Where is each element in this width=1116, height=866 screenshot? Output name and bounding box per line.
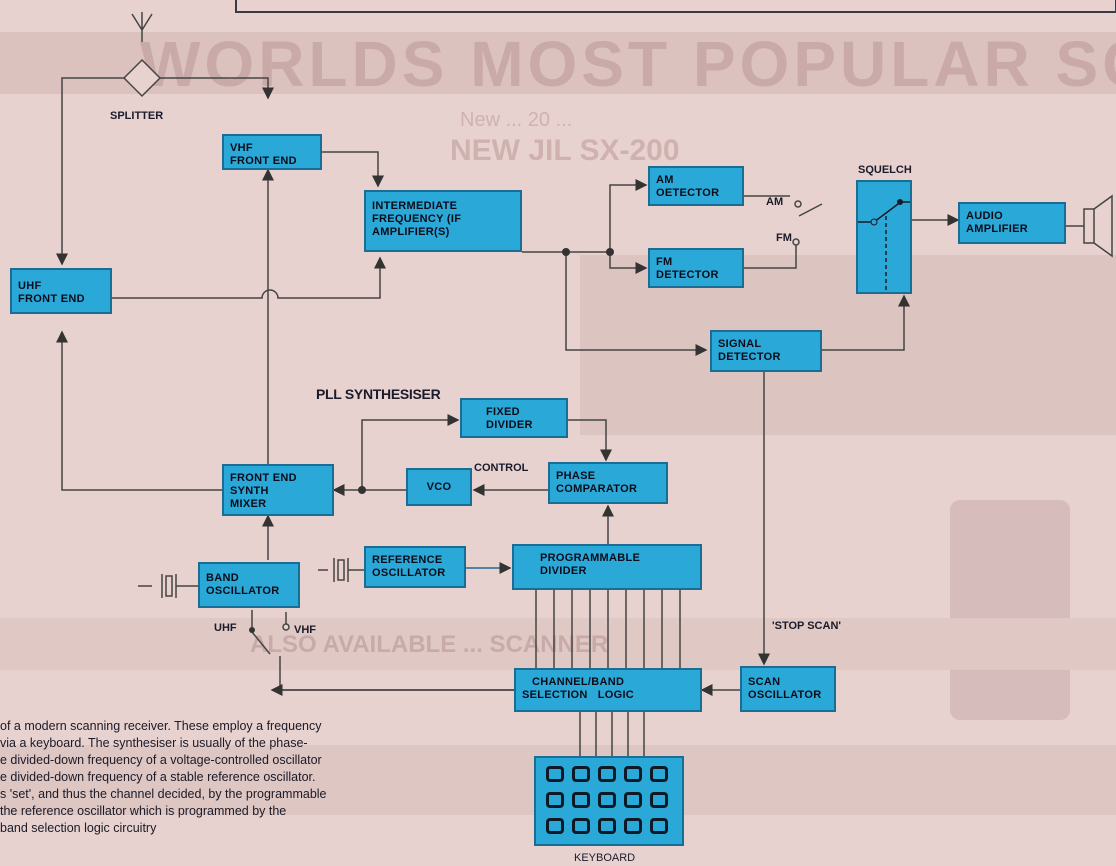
keyboard-block — [534, 756, 684, 846]
signal-detector-line-1: SIGNAL — [718, 338, 762, 350]
fm-detector-block: FM DETECTOR — [648, 248, 744, 288]
advert-subheading: NEW JIL SX-200 — [450, 134, 680, 167]
caption-line: via a keyboard. The synthesiser is usual… — [0, 736, 308, 750]
vhf-front-end-block: VHF FRONT END — [222, 134, 322, 170]
key-icon — [598, 792, 616, 808]
band-oscillator-block: BAND OSCILLATOR — [198, 562, 300, 608]
fixed-divider-block: FIXED DIVIDER — [460, 398, 568, 438]
am-detector-block: AM OETECTOR — [648, 166, 744, 206]
am-detector-line-2: OETECTOR — [656, 187, 720, 199]
uhf-front-end-line-1: UHF — [18, 280, 42, 292]
if-amplifier-block: INTERMEDIATE FREQUENCY (IF AMPLIFIER(S) — [364, 190, 522, 252]
key-icon — [650, 792, 668, 808]
vco-block: VCO — [406, 468, 472, 506]
ref-osc-line-1: REFERENCE — [372, 554, 443, 566]
prog-divider-line-1: PROGRAMMABLE — [540, 552, 641, 564]
antenna-icon — [131, 12, 153, 42]
audio-amplifier-block: AUDIO AMPLIFIER — [958, 202, 1066, 244]
caption-line: e divided-down frequency of a stable ref… — [0, 770, 316, 784]
reference-oscillator-block: REFERENCE OSCILLATOR — [364, 546, 466, 588]
phase-comparator-block: PHASE COMPARATOR — [548, 462, 668, 504]
prog-divider-line-2: DIVIDER — [540, 565, 587, 577]
vhf-front-end-line-1: VHF — [230, 142, 253, 154]
band-osc-line-1: BAND — [206, 572, 239, 584]
advert-lower-heading: ALSO AVAILABLE ... SCANNER — [250, 631, 608, 658]
signal-detector-line-2: DETECTOR — [718, 351, 781, 363]
uhf-front-end-block: UHF FRONT END — [10, 268, 112, 314]
uhf-front-end-line-2: FRONT END — [18, 293, 85, 305]
key-icon — [650, 818, 668, 834]
scan-osc-line-1: SCAN — [748, 676, 781, 688]
uhf-switch-label: UHF — [214, 622, 237, 634]
key-icon — [572, 766, 590, 782]
caption-line: the reference oscillator which is progra… — [0, 804, 287, 818]
control-label: CONTROL — [474, 462, 529, 474]
phase-comparator-line-1: PHASE — [556, 470, 596, 482]
key-icon — [650, 766, 668, 782]
if-amp-line-3: AMPLIFIER(S) — [372, 226, 450, 238]
audio-amp-line-2: AMPLIFIER — [966, 223, 1028, 235]
key-icon — [572, 792, 590, 808]
key-icon — [624, 818, 642, 834]
squelch-label: SQUELCH — [858, 164, 912, 176]
programmable-divider-block: PROGRAMMABLE DIVIDER — [512, 544, 702, 590]
fm-switch-label: FM — [776, 232, 792, 244]
fm-detector-line-2: DETECTOR — [656, 269, 719, 281]
squelch-block — [856, 180, 912, 294]
if-amp-line-2: FREQUENCY (IF — [372, 213, 462, 225]
key-icon — [546, 766, 564, 782]
caption-line: e divided-down frequency of a voltage-co… — [0, 753, 322, 767]
vhf-switch-label: VHF — [294, 624, 316, 636]
scan-oscillator-block: SCAN OSCILLATOR — [740, 666, 836, 712]
am-switch-label: AM — [766, 196, 784, 208]
fm-detector-line-1: FM — [656, 256, 673, 268]
squelch-switch-icon — [858, 199, 910, 292]
caption-line: of a modern scanning receiver. These emp… — [0, 719, 322, 733]
fixed-divider-line-1: FIXED — [486, 406, 520, 418]
band-osc-line-2: OSCILLATOR — [206, 585, 280, 597]
key-icon — [546, 818, 564, 834]
key-icon — [572, 818, 590, 834]
key-icon — [546, 792, 564, 808]
key-icon — [598, 766, 616, 782]
if-amp-line-1: INTERMEDIATE — [372, 200, 458, 212]
vco-line-1: VCO — [426, 481, 452, 493]
key-icon — [624, 792, 642, 808]
channel-logic-block: CHANNEL/BAND SELECTION LOGIC — [514, 668, 702, 712]
band-crystal-icon — [138, 574, 198, 598]
signal-detector-block: SIGNAL DETECTOR — [710, 330, 822, 372]
stop-scan-label: 'STOP SCAN' — [772, 620, 842, 632]
synth-mixer-line-3: MIXER — [230, 498, 267, 510]
channel-logic-line-1: CHANNEL/BAND — [532, 676, 625, 688]
advert-banner: WORLDS MOST POPULAR SCAN — [140, 28, 1116, 100]
channel-logic-line-2: SELECTION LOGIC — [522, 689, 635, 701]
phase-comparator-line-2: COMPARATOR — [556, 483, 638, 495]
caption-line: band selection logic circuitry — [0, 821, 157, 835]
audio-amp-line-1: AUDIO — [966, 210, 1003, 222]
key-icon — [624, 766, 642, 782]
ref-crystal-icon — [318, 558, 364, 582]
synth-mixer-line-1: FRONT END — [230, 472, 297, 484]
splitter-label: SPLITTER — [110, 110, 164, 122]
keyboard-label: KEYBOARD — [574, 852, 636, 864]
key-icon — [598, 818, 616, 834]
synth-mixer-block: FRONT END SYNTH MIXER — [222, 464, 334, 516]
caption-line: s 'set', and thus the channel decided, b… — [0, 787, 327, 801]
speaker-cone-icon — [1093, 194, 1113, 258]
scan-osc-line-2: OSCILLATOR — [748, 689, 822, 701]
figure-caption: of a modern scanning receiver. These emp… — [0, 718, 500, 837]
pll-synthesiser-label: PLL SYNTHESISER — [316, 386, 441, 402]
ref-osc-line-2: OSCILLATOR — [372, 567, 446, 579]
am-detector-line-1: AM — [656, 174, 674, 186]
splitter-icon — [122, 58, 162, 98]
synth-mixer-line-2: SYNTH — [230, 485, 269, 497]
vhf-front-end-line-2: FRONT END — [230, 155, 297, 167]
fixed-divider-line-2: DIVIDER — [486, 419, 533, 431]
speaker-icon — [1083, 208, 1095, 244]
advert-side-line: New ... 20 ... — [460, 109, 572, 131]
